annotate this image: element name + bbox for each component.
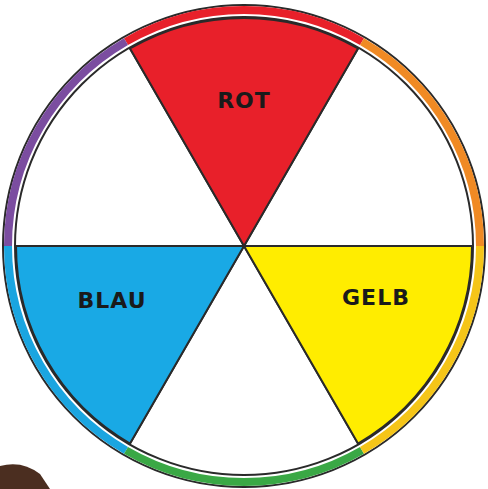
color-name: GELB <box>342 285 410 310</box>
wheel-outline <box>3 5 485 487</box>
color-name: BLAU <box>77 288 146 313</box>
sector-shape <box>244 246 472 444</box>
color-name: ROT <box>217 88 271 113</box>
red-sector: ROT <box>130 18 358 246</box>
brown-shape <box>0 464 50 489</box>
sector-shape <box>130 18 358 246</box>
inner-outline <box>15 17 473 475</box>
sector-shape <box>16 246 244 444</box>
blue-sector: BLAU <box>16 246 244 444</box>
yellow-sector: GELB <box>244 246 472 444</box>
sector-lines <box>16 49 472 444</box>
